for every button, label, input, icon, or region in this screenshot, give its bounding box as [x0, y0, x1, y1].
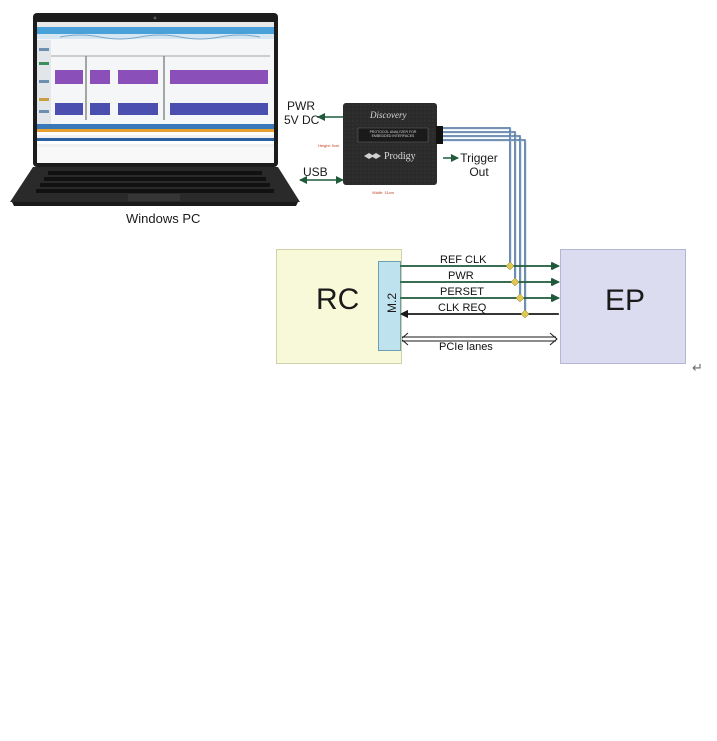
pwr-label-line2: 5V DC [284, 112, 320, 127]
device-subtitle: PROTOCOL ANALYZER FOR EMBEDDED INTERFACE… [369, 130, 417, 138]
windows-pc-label: Windows PC [126, 211, 201, 226]
app-trace-blue [55, 103, 268, 115]
app-table-header [37, 124, 274, 129]
signal-label-pwr: PWR [448, 270, 474, 282]
ep-box [560, 249, 686, 364]
signal-label-clk-req: CLK REQ [438, 302, 487, 314]
pcie-lanes-label: PCIe lanes [439, 341, 493, 353]
device-brand: Prodigy [384, 151, 416, 162]
app-waveform-strip [37, 34, 274, 39]
app-trace-purple [55, 70, 268, 84]
rc-label: RC [316, 283, 360, 316]
probe-wires [443, 127, 526, 314]
return-mark: ↵ [692, 360, 703, 375]
trigger-out-label: Trigger Out [459, 151, 499, 180]
device-title: Discovery [370, 110, 407, 120]
pwr-label: PWR 5V DC [284, 99, 320, 128]
trigger-label-line1: Trigger [460, 151, 498, 165]
webcam-icon [153, 16, 157, 20]
width-dimension: Width: 11cm [372, 190, 395, 195]
height-dimension: Height: 9cm [318, 143, 340, 148]
pwr-label-line1: PWR [287, 99, 315, 113]
ep-label: EP [605, 284, 646, 317]
signal-label-ref-clk: REF CLK [440, 254, 487, 266]
prodigy-logo-icon [364, 153, 381, 159]
usb-label: USB [303, 165, 328, 179]
app-titlebar [37, 22, 274, 27]
m2-connector [378, 261, 401, 351]
analyzer-connector [436, 126, 443, 144]
app-toolbar [37, 27, 274, 34]
laptop-keys [36, 171, 274, 193]
signal-label-perset: PERSET [440, 286, 485, 298]
trigger-label-line2: Out [469, 164, 489, 179]
m2-label: M.2 [385, 293, 399, 314]
laptop-touchpad [128, 194, 180, 201]
